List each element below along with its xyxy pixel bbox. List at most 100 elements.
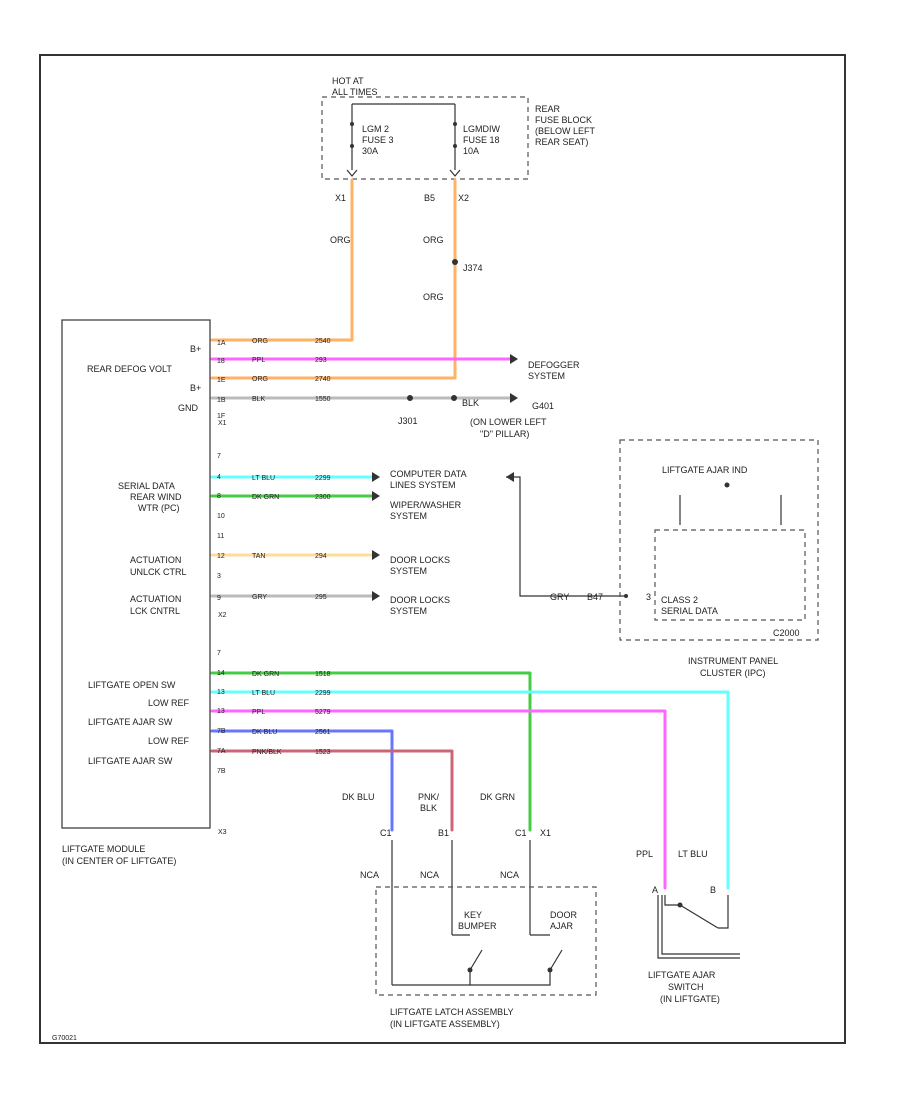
nca-1: NCA [360, 870, 379, 880]
latch-wire-c3: DK GRN [480, 792, 515, 802]
cluster-inner-2: SERIAL DATA [661, 606, 718, 616]
latch-pin-4: X1 [540, 828, 551, 838]
fuse2-line-3: 10A [463, 146, 479, 156]
module-pin: 1A [217, 340, 226, 347]
row-wire-circuit: 295 [315, 594, 327, 601]
door-ajar-switch [549, 949, 563, 971]
row-wire-color: PPL [252, 357, 265, 364]
row-wire-circuit: 5279 [315, 709, 331, 716]
row-wire-color: LT BLU [252, 475, 275, 482]
sig-unlk-ctrl-2: UNLCK CTRL [130, 567, 187, 577]
cluster-name-2: CLUSTER (IPC) [700, 668, 766, 678]
wire-gry-ipc [506, 476, 626, 597]
latch-door-1: DOOR [550, 910, 578, 920]
cluster-inner-1: CLASS 2 [661, 595, 698, 605]
sig-wtr: WTR (PC) [138, 503, 180, 513]
row-wire-color: DK GRN [252, 494, 279, 501]
fuse1-connector: X1 [335, 193, 346, 203]
row-wire-circuit: 1518 [315, 671, 331, 678]
latch-door-2: AJAR [550, 921, 574, 931]
splice-j374-dot [452, 259, 458, 265]
sig-liftgate-ajar1: LIFTGATE AJAR SW [88, 717, 173, 727]
sig-lck-ctrl-2: LCK CNTRL [130, 606, 180, 616]
splice-j301-dot [407, 395, 413, 401]
fuse-block-title-2: ALL TIMES [332, 87, 378, 97]
computer-data-1: COMPUTER DATA [390, 469, 467, 479]
latch-wire-c2-1: PNK/ [418, 792, 440, 802]
wiper-washer-1: WIPER/WASHER [390, 500, 462, 510]
nca-3: NCA [500, 870, 519, 880]
ground-splice: J301 [398, 416, 418, 426]
diagram-code: G70021 [52, 1035, 77, 1042]
ajar-wire-left: PPL [636, 849, 653, 859]
latch-wire-c1: DK BLU [342, 792, 375, 802]
upper-wire-labels: ORG ORG J374 ORG [330, 235, 483, 302]
fuse-block-name-1: REAR [535, 104, 561, 114]
sig-low-ref1: LOW REF [148, 698, 190, 708]
wire-label-right-color-bottom: ORG [423, 292, 444, 302]
module-name-2: (IN CENTER OF LIFTGATE) [62, 856, 176, 866]
liftgate-ajar-switch: PPL LT BLU A B LIFTGATE AJAR SWITCH (IN … [636, 849, 740, 1004]
row-wire-color: ORG [252, 338, 268, 345]
latch-name-2: (IN LIFTGATE ASSEMBLY) [390, 1019, 500, 1029]
latch-key-2: BUMPER [458, 921, 497, 931]
connector-x1: X1 [218, 420, 227, 427]
module-pin: 9 [217, 595, 221, 602]
row-wire-circuit: 2299 [315, 475, 331, 482]
ground-line-1: G401 [532, 401, 554, 411]
rear-fuse-block: HOT AT ALL TIMES LGM 2 FUSE 3 30A LGMDIW… [321, 76, 596, 203]
defogger-line-1: DEFOGGER [528, 360, 580, 370]
fuse1-line-2: FUSE 3 [362, 135, 394, 145]
wires [210, 178, 730, 985]
latch-outline [375, 886, 597, 996]
instrument-panel-cluster: LIFTGATE AJAR IND CLASS 2 SERIAL DATA C2… [550, 439, 819, 678]
ground-arrow [510, 393, 518, 403]
ground-line-2: (ON LOWER LEFT [470, 417, 547, 427]
ajar-name-3: (IN LIFTGATE) [660, 994, 720, 1004]
wire-dkgrn-1518 [210, 671, 532, 832]
fuse-block-name-2: FUSE BLOCK [535, 115, 592, 125]
fuse-block-name-4: REAR SEAT) [535, 137, 588, 147]
module-pin: 7B [217, 768, 226, 775]
latch-wire-labels: DK BLU PNK/ BLK DK GRN C1 B1 C1 X1 NCA N… [342, 792, 551, 880]
fuse2-line-2: FUSE 18 [463, 135, 500, 145]
module-pin: 1B [217, 397, 226, 404]
wiper-washer-2: SYSTEM [390, 511, 427, 521]
row-wire-circuit: 2540 [315, 338, 331, 345]
row-wire-circuit: 1550 [315, 396, 331, 403]
defogger-arrow [510, 354, 518, 364]
latch-key-1: KEY [464, 910, 482, 920]
cluster-name-1: INSTRUMENT PANEL [688, 656, 778, 666]
latch-wire-c2-2: BLK [420, 803, 437, 813]
module-pin: 11 [217, 533, 224, 540]
connector-x3: X3 [218, 829, 227, 836]
door-locks2-1: DOOR LOCKS [390, 595, 450, 605]
wire-dkblu-2561 [210, 729, 394, 832]
sig-unlk-ctrl-1: ACTUATION [130, 555, 181, 565]
nca-2: NCA [420, 870, 439, 880]
ground-line-3: "D" PILLAR) [480, 429, 529, 439]
latch-pin-3: C1 [515, 828, 527, 838]
wire-ppl-5279 [210, 709, 667, 890]
fuse2-line-1: LGMDIW [463, 124, 501, 134]
sig-serial-data: SERIAL DATA [118, 481, 175, 491]
ajar-name-2: SWITCH [668, 982, 704, 992]
wire-org-2540 [210, 178, 354, 342]
fuse1-line-1: LGM 2 [362, 124, 389, 134]
row-wire-color: BLK [252, 396, 266, 403]
ajar-switch-contact [679, 904, 719, 929]
liftgate-latch-assembly: KEY BUMPER DOOR AJAR LIFTGATE LATCH ASSE… [375, 886, 597, 1029]
module-pin: 4 [217, 474, 221, 481]
door-locks1-2: SYSTEM [390, 566, 427, 576]
module-pin: 10 [217, 513, 225, 520]
fuse-block-title-1: HOT AT [332, 76, 364, 86]
module-pin: 14 [217, 670, 225, 677]
computer-data-2: LINES SYSTEM [390, 480, 456, 490]
destinations: DEFOGGER SYSTEM J301 BLK G401 (ON LOWER … [390, 360, 580, 616]
wire-pnkblk-1523 [210, 749, 454, 832]
module-pin: 7 [217, 650, 221, 657]
ajar-wire-right: LT BLU [678, 849, 708, 859]
wire-ltblu-2299-lower [210, 690, 730, 890]
